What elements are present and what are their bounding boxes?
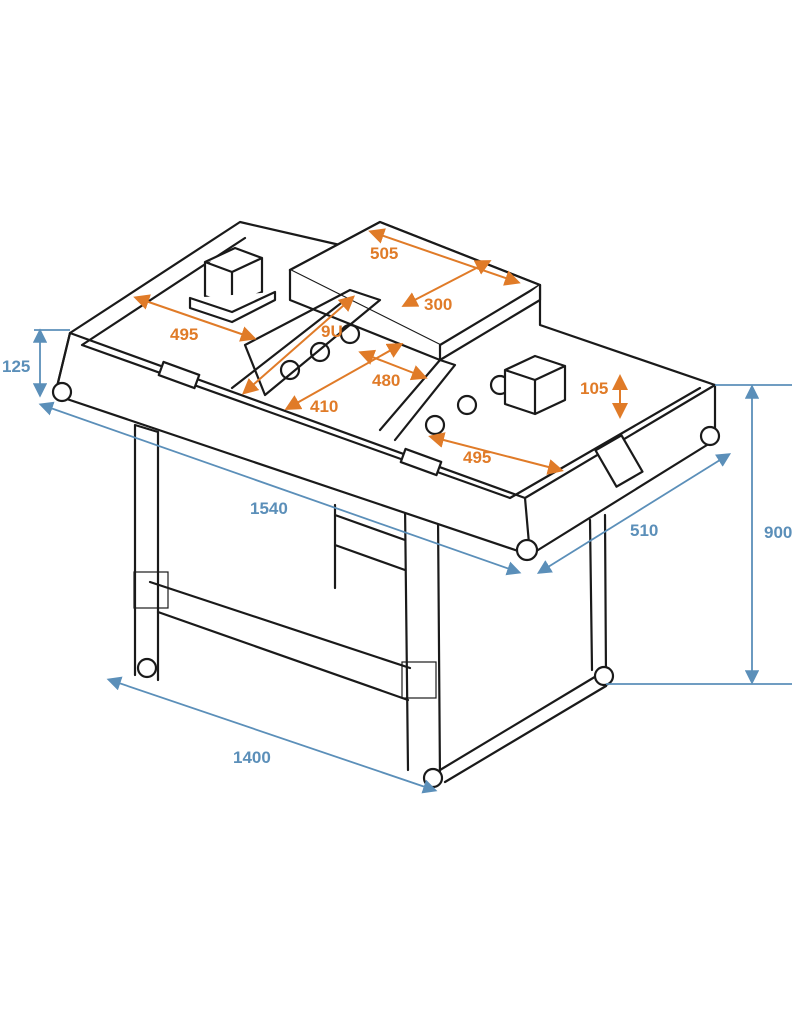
outer-dimension-lines bbox=[32, 328, 792, 794]
label-510: 510 bbox=[630, 521, 658, 540]
label-1540: 1540 bbox=[250, 499, 288, 518]
label-9u: 9U bbox=[321, 322, 343, 341]
handle-icon bbox=[157, 360, 201, 390]
label-300: 300 bbox=[424, 295, 452, 314]
label-480: 480 bbox=[372, 371, 400, 390]
corner-icon bbox=[51, 381, 73, 403]
latch-icon bbox=[133, 571, 169, 609]
label-900: 900 bbox=[764, 523, 792, 542]
label-495-left: 495 bbox=[170, 325, 198, 344]
inner-dimension-lines bbox=[133, 228, 628, 475]
caster-icon bbox=[136, 657, 158, 679]
label-125: 125 bbox=[2, 357, 30, 376]
dim-1540 bbox=[38, 401, 522, 576]
label-105: 105 bbox=[580, 379, 608, 398]
caster-icon bbox=[422, 767, 444, 789]
dim-510 bbox=[536, 453, 732, 574]
corner-icon bbox=[699, 425, 721, 447]
dim-1400 bbox=[106, 676, 438, 794]
caster-icon bbox=[593, 665, 615, 687]
label-410: 410 bbox=[310, 397, 338, 416]
corner-icon bbox=[515, 538, 539, 562]
label-1400: 1400 bbox=[233, 748, 271, 767]
label-495-right: 495 bbox=[463, 448, 491, 467]
label-505: 505 bbox=[370, 244, 398, 263]
